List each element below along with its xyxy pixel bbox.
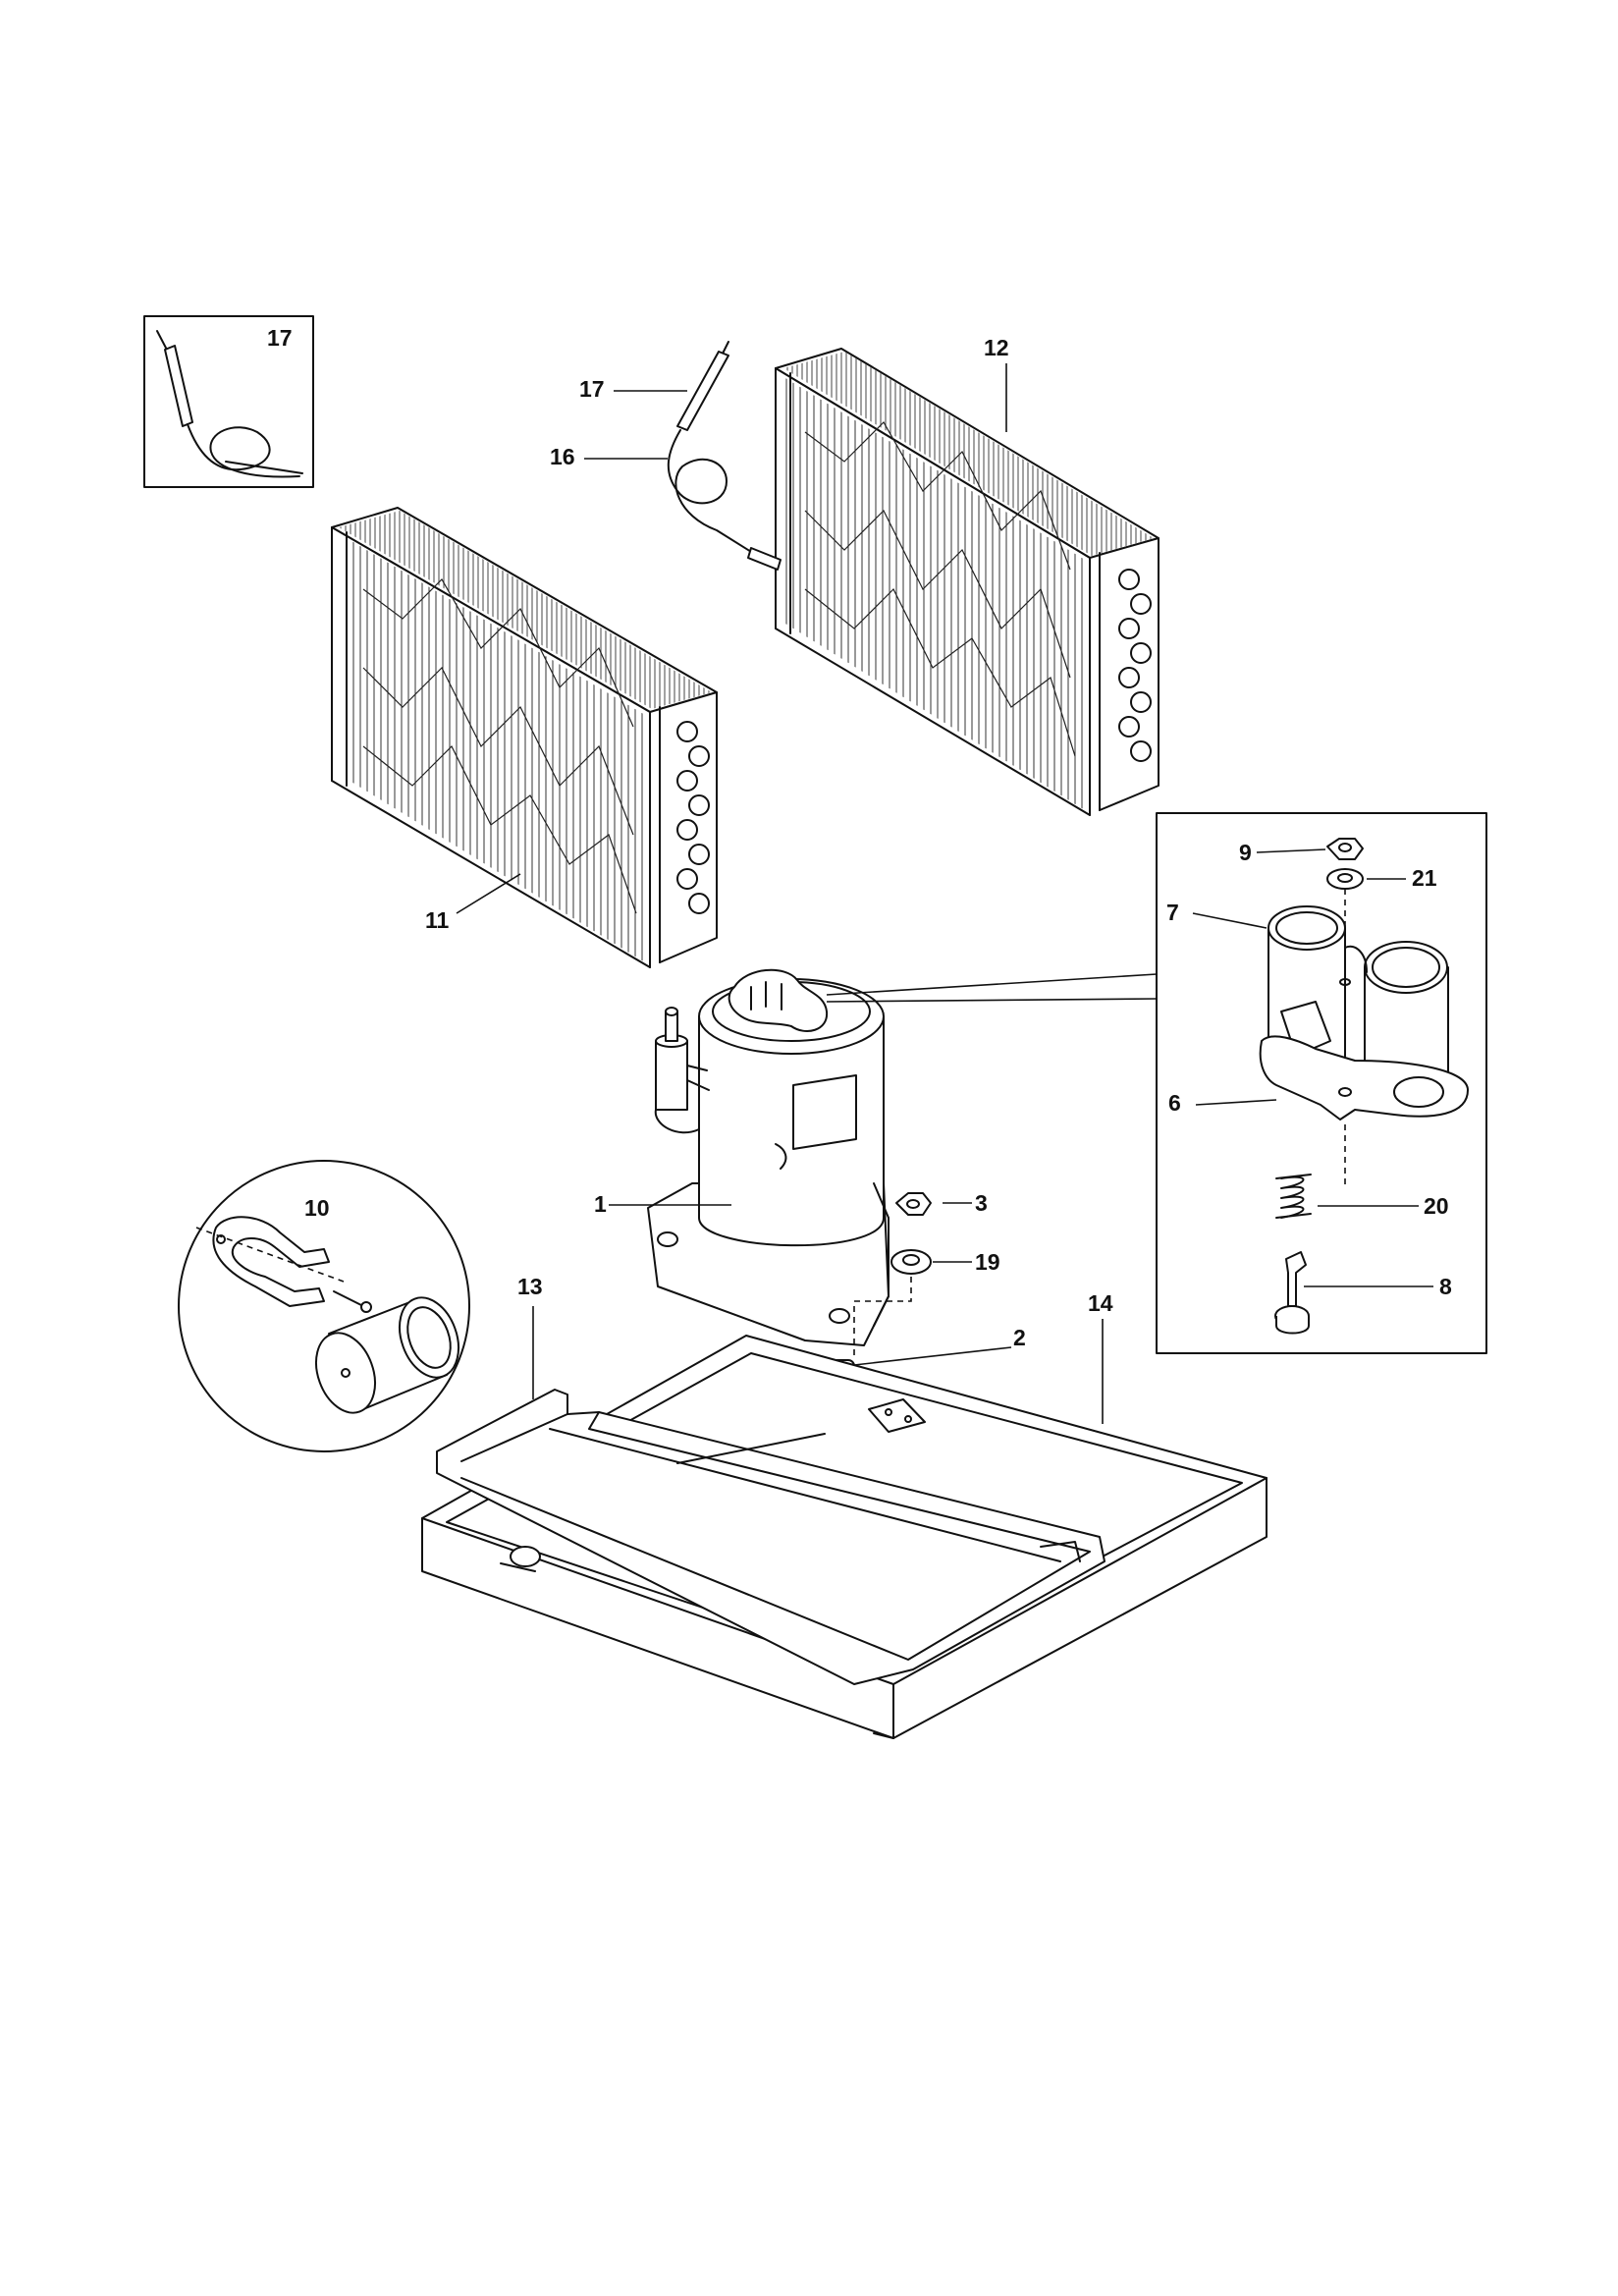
callout-19: 19	[975, 1249, 1000, 1275]
callout-12: 12	[984, 335, 1009, 360]
leader-lines	[456, 363, 1433, 1424]
grommet	[895, 1192, 932, 1216]
callout-13: 13	[517, 1274, 543, 1299]
callout-10: 10	[304, 1195, 330, 1221]
capillary-tube-inset: 17	[143, 315, 314, 488]
callout-9: 9	[1239, 840, 1252, 865]
compressor	[647, 968, 890, 1346]
callout-17-inset: 17	[267, 325, 293, 351]
capillary-tube-assembly	[667, 341, 782, 571]
callout-21: 21	[1412, 865, 1437, 891]
base-frame	[436, 1389, 1106, 1685]
callout-16: 16	[550, 444, 575, 469]
washer	[890, 1249, 932, 1275]
callouts: 17 16 12 11 1 3 19 2 13 14 10 9 21 7 6 2…	[304, 335, 1452, 1350]
callout-7: 7	[1166, 900, 1179, 925]
callout-20: 20	[1424, 1193, 1449, 1219]
callout-11: 11	[425, 907, 450, 933]
callout-17: 17	[579, 376, 605, 402]
capacitor-detail	[178, 1160, 470, 1452]
callout-14: 14	[1088, 1290, 1113, 1316]
mounting-detail-box	[826, 812, 1487, 1354]
callout-1: 1	[594, 1191, 607, 1217]
callout-3: 3	[975, 1190, 988, 1216]
callout-6: 6	[1168, 1090, 1181, 1116]
callout-2: 2	[1013, 1325, 1026, 1350]
condenser-coil	[775, 348, 1160, 816]
evaporator-coil	[331, 507, 718, 968]
callout-8: 8	[1439, 1274, 1452, 1299]
